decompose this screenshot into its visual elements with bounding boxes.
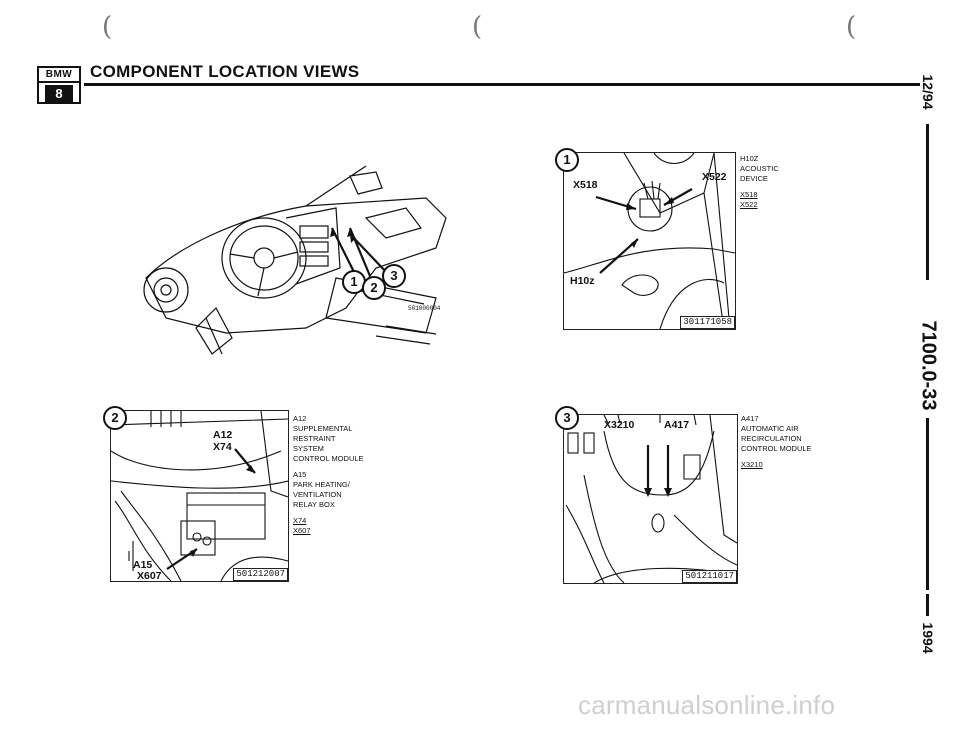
label-x522: X522	[702, 171, 727, 183]
legend-code-x607: X607	[293, 526, 311, 535]
legend-desc: ACOUSTIC	[740, 164, 779, 173]
legend-code-a12: A12	[293, 414, 307, 423]
header-rule	[84, 83, 920, 86]
legend-desc: SYSTEM	[293, 444, 324, 453]
dashboard-illustration: 501000004	[143, 165, 447, 355]
legend-desc: CONTROL MODULE	[741, 444, 812, 453]
legend-view-3: A417 AUTOMATIC AIR RECIRCULATION CONTROL…	[741, 414, 812, 470]
legend-desc: DEVICE	[740, 174, 768, 183]
label-a417: A417	[664, 419, 690, 431]
margin-line-top	[926, 124, 929, 280]
acoustic-device-illustration	[564, 153, 735, 329]
legend-desc: RECIRCULATION	[741, 434, 802, 443]
bmw-8-series-logo: BMW 8	[37, 66, 81, 104]
legend-desc: RESTRAINT	[293, 434, 336, 443]
margin-line-middle	[926, 418, 929, 590]
figure-id: 501211017	[682, 570, 737, 583]
legend-desc: SUPPLEMENTAL	[293, 424, 353, 433]
legend-view-1: H10z ACOUSTIC DEVICE X518 X522	[740, 154, 779, 210]
label-a12: A12	[213, 429, 233, 441]
label-x518: X518	[573, 179, 598, 191]
page-title: COMPONENT LOCATION VIEWS	[90, 62, 360, 81]
legend-desc: AUTOMATIC AIR	[741, 424, 799, 433]
label-x607: X607	[137, 570, 162, 582]
detail-view-3: X3210 A417 501211017	[563, 414, 738, 584]
legend-desc: PARK HEATING/	[293, 480, 350, 489]
revision-date: 12/94	[920, 74, 936, 110]
legend-code-x522: X522	[740, 200, 758, 209]
scan-mark-left: (	[102, 12, 113, 42]
legend-code-a15: A15	[293, 470, 307, 479]
figure-id: 301171058	[680, 316, 735, 329]
label-x3210: X3210	[604, 419, 635, 431]
margin-line-bottom	[926, 594, 929, 616]
label-h10z: H10z	[570, 275, 595, 287]
legend-code-x3210: X3210	[741, 460, 763, 469]
legend-view-2: A12 SUPPLEMENTAL RESTRAINT SYSTEM CONTRO…	[293, 414, 364, 536]
legend-desc: RELAY BOX	[293, 500, 335, 509]
legend-code-a417: A417	[741, 414, 759, 423]
overview-part-stamp: 501000004	[408, 305, 441, 312]
dashboard-overview-drawing: 501000004 1 2 3	[136, 158, 456, 366]
view-callout-1: 1	[555, 148, 579, 172]
label-a15: A15	[133, 559, 153, 571]
detail-view-1: X518 X522 H10z 301171058	[563, 152, 736, 330]
scan-mark-right: (	[846, 12, 857, 42]
legend-code-x74: X74	[293, 516, 307, 525]
logo-brand: BMW	[39, 68, 79, 83]
model-year: 1994	[920, 622, 936, 654]
label-x74: X74	[213, 441, 232, 453]
detail-view-2: A12 X74 A15 X607 501212007	[110, 410, 289, 582]
recirculation-module-illustration	[565, 415, 737, 583]
legend-desc: CONTROL MODULE	[293, 454, 364, 463]
legend-code-h10z: H10z	[740, 154, 759, 163]
restraint-module-illustration	[111, 411, 288, 581]
figure-id: 501212007	[233, 568, 288, 581]
view-callout-3: 3	[555, 406, 579, 430]
site-watermark: carmanualsonline.info	[578, 690, 836, 720]
page-number: 7100.0-33	[917, 320, 940, 411]
logo-series: 8	[45, 85, 73, 102]
legend-desc: VENTILATION	[293, 490, 342, 499]
scan-mark-center: (	[472, 12, 483, 42]
view-callout-2: 2	[103, 406, 127, 430]
legend-code-x518: X518	[740, 190, 758, 199]
overview-callout-3: 3	[382, 264, 406, 288]
